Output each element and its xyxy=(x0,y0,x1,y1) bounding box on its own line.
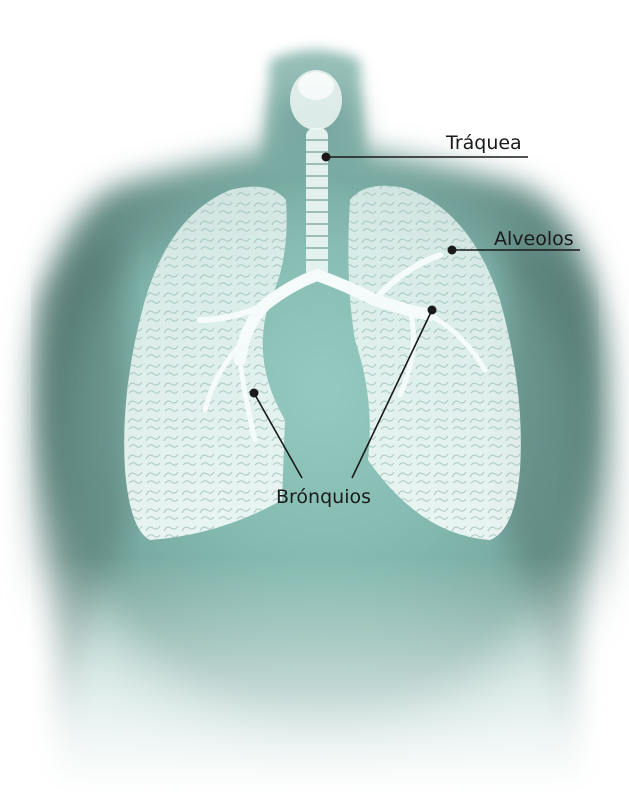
traquea-label: Tráquea xyxy=(446,134,522,153)
larynx xyxy=(290,70,342,130)
bronquios-label: Brónquios xyxy=(276,488,371,507)
bronquios-dot-right xyxy=(428,306,437,315)
traquea-dot xyxy=(322,153,331,162)
bronquios-dot-left xyxy=(250,389,259,398)
trachea xyxy=(306,128,328,278)
alveolos-label: Alveolos xyxy=(494,230,574,249)
alveolos-dot xyxy=(448,246,457,255)
